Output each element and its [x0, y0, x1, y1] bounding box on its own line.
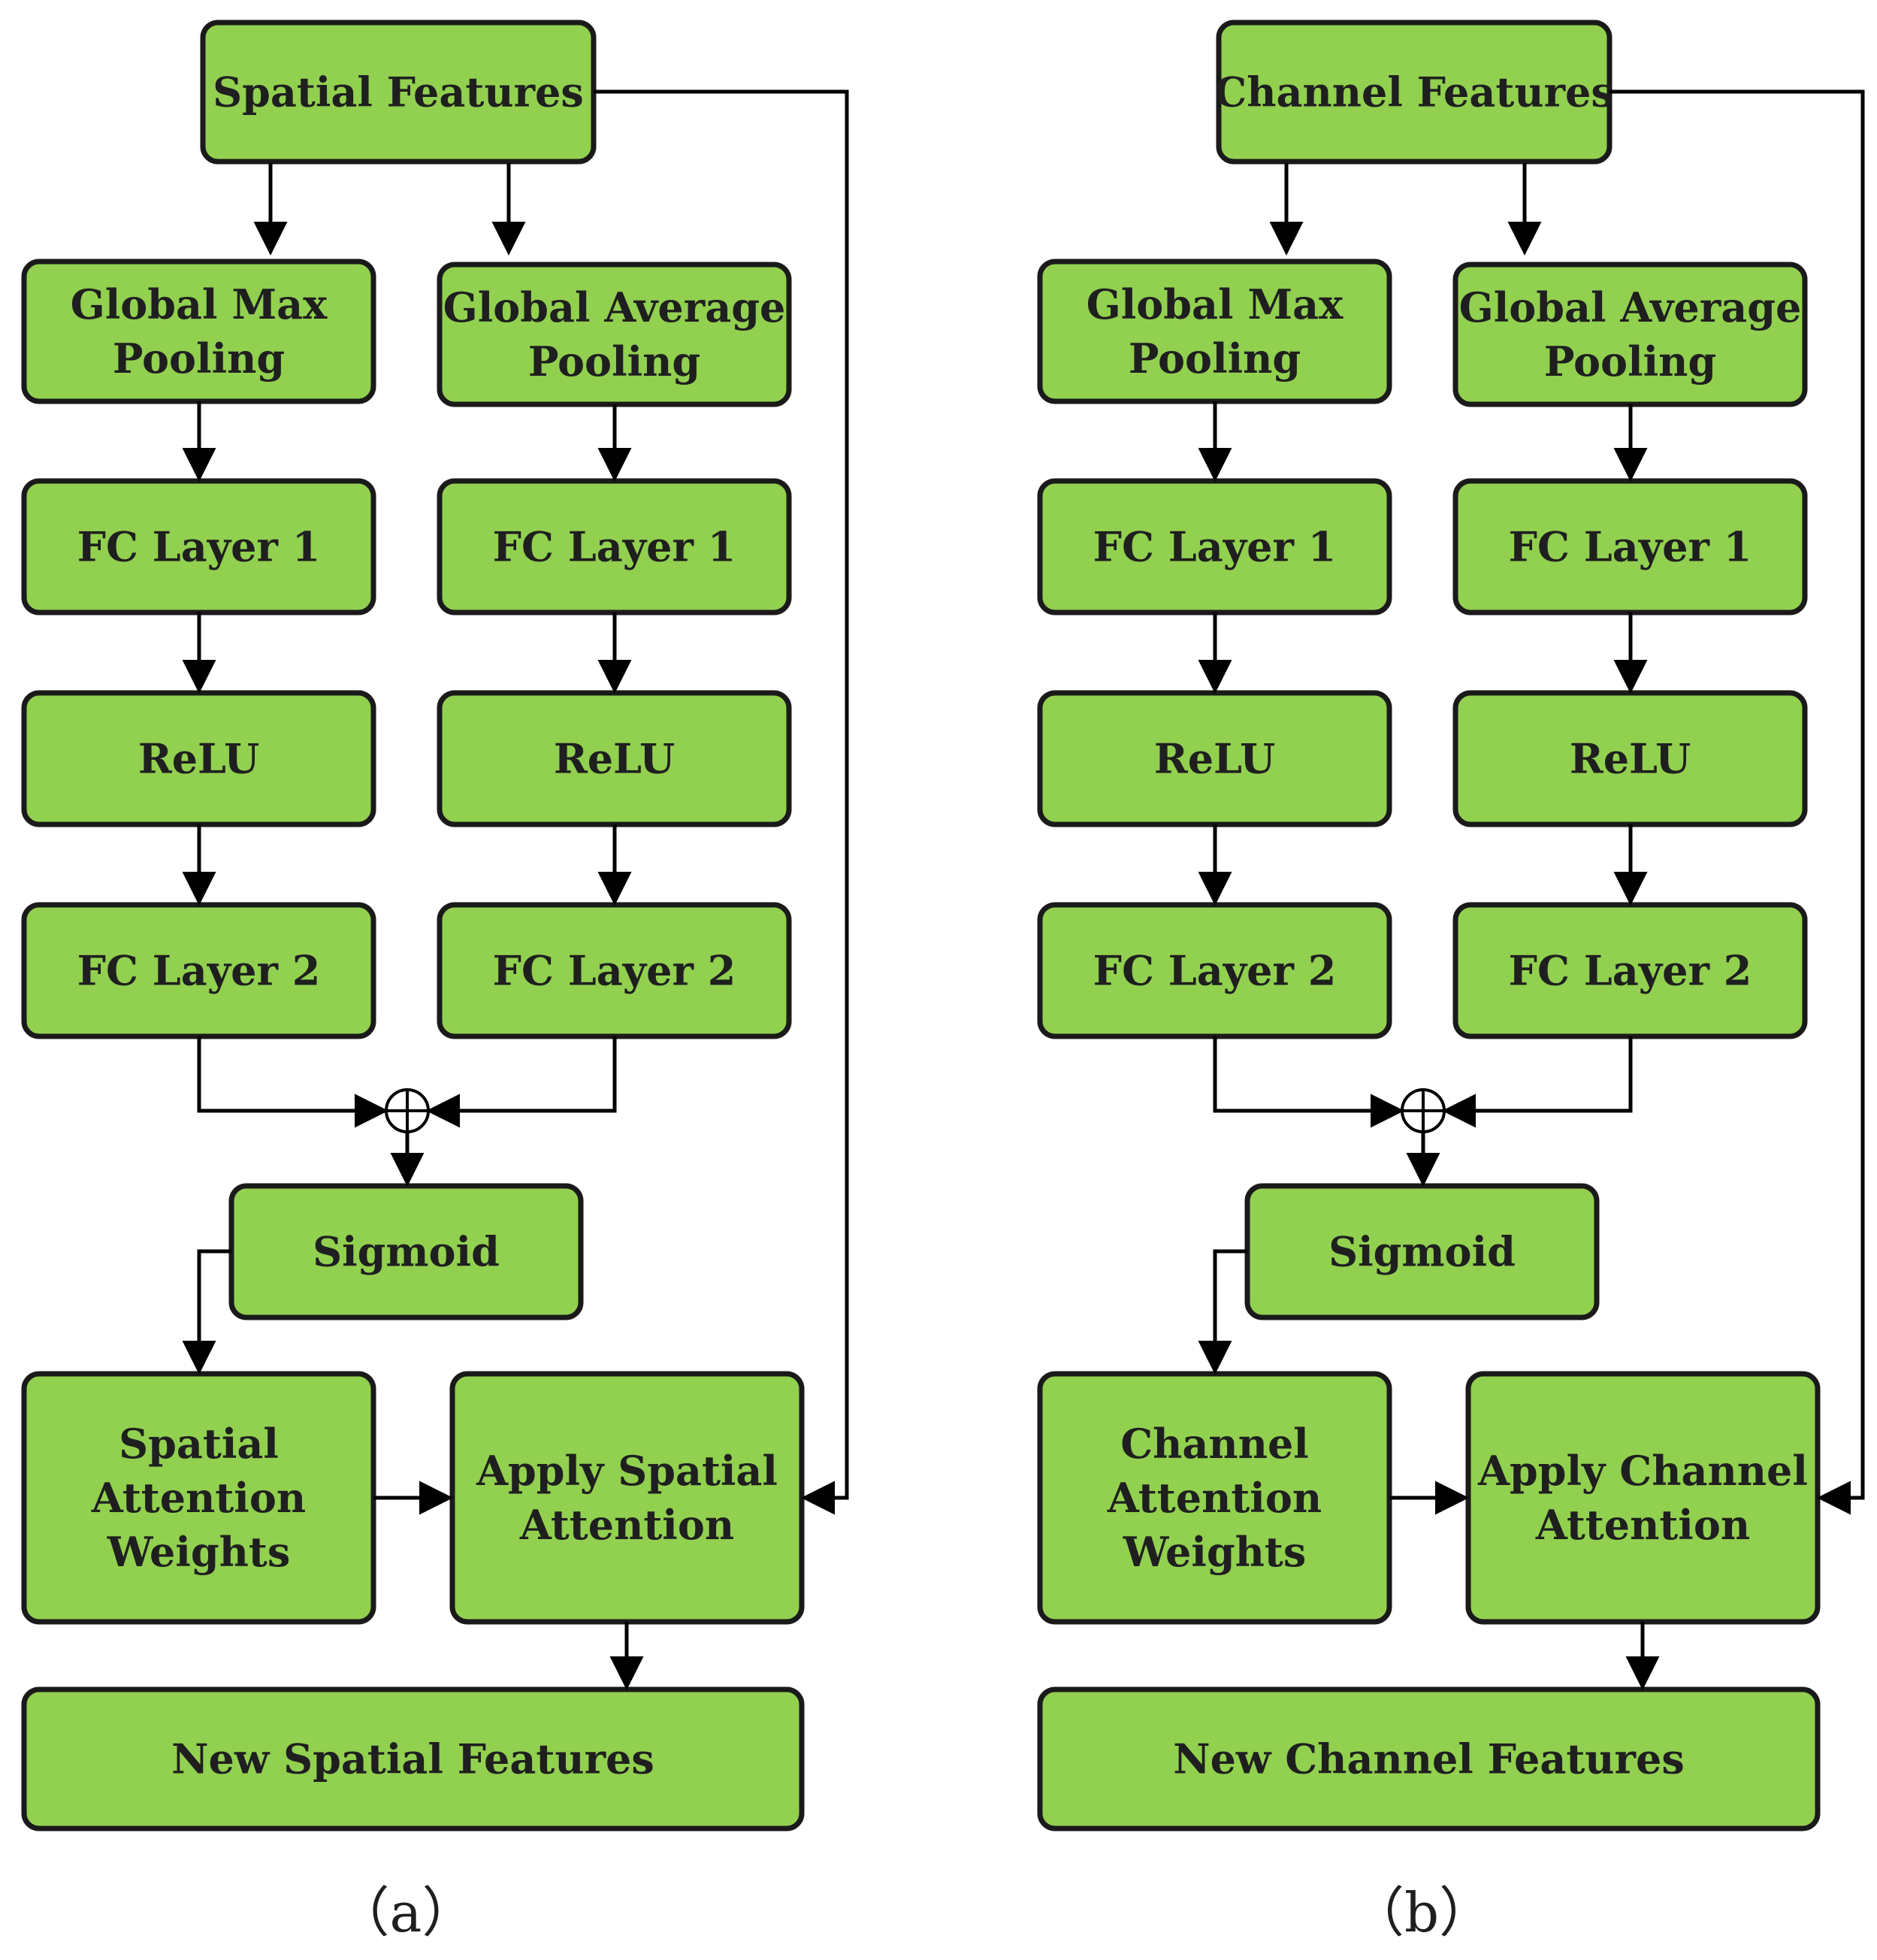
gmp-label: Pooling — [1129, 334, 1301, 383]
fc2-left-label: FC Layer 2 — [1093, 947, 1337, 995]
gmp-label: Pooling — [113, 334, 285, 383]
fc1-left-label: FC Layer 1 — [77, 523, 321, 571]
apply-label: Apply Channel — [1477, 1447, 1808, 1495]
panel-caption: （a） — [336, 1881, 476, 1944]
fc2-right-label: FC Layer 2 — [493, 947, 736, 995]
weights-label: Attention — [1107, 1474, 1322, 1522]
fc1-left-node: FC Layer 1 — [1037, 478, 1392, 616]
fc1-right-node: FC Layer 1 — [437, 478, 792, 616]
edge-skip-apply — [594, 89, 849, 1515]
input-label: Spatial Features — [213, 68, 584, 116]
fc2-left-node: FC Layer 2 — [1037, 902, 1392, 1039]
edge-fc2-right-sum — [426, 1036, 617, 1128]
fc1-right-label: FC Layer 1 — [493, 523, 736, 571]
input-label: Channel Features — [1214, 68, 1614, 116]
weights-label: Channel — [1120, 1420, 1309, 1468]
relu-right-node: ReLU — [437, 690, 792, 827]
relu-left-node: ReLU — [21, 690, 376, 827]
fc2-right-label: FC Layer 2 — [1509, 947, 1752, 995]
fc1-left-label: FC Layer 1 — [1093, 523, 1337, 571]
sum-operator-icon — [385, 1088, 430, 1133]
fc1-left-node: FC Layer 1 — [21, 478, 376, 616]
fc2-right-node: FC Layer 2 — [1452, 902, 1808, 1039]
gmp-label: Global Max — [71, 280, 328, 328]
gap-label: Global Average — [443, 283, 786, 331]
sigmoid-label: Sigmoid — [1328, 1228, 1516, 1276]
output-label: New Spatial Features — [171, 1735, 654, 1783]
weights-label: Weights — [1123, 1528, 1306, 1576]
fc1-right-node: FC Layer 1 — [1452, 478, 1808, 616]
relu-left-label: ReLU — [1154, 735, 1275, 783]
input-node: Channel Features — [1214, 20, 1614, 165]
edge-fc2-right-sum — [1442, 1036, 1633, 1128]
fc1-right-label: FC Layer 1 — [1509, 523, 1752, 571]
relu-right-label: ReLU — [554, 735, 675, 783]
apply-label: Apply Spatial — [476, 1447, 778, 1495]
gap-label: Pooling — [1544, 337, 1716, 386]
weights-label: Spatial — [119, 1420, 279, 1468]
relu-right-node: ReLU — [1452, 690, 1808, 827]
sum-operator-icon — [1401, 1088, 1446, 1133]
relu-right-label: ReLU — [1570, 735, 1691, 783]
gmp-label: Global Max — [1087, 280, 1344, 328]
fc2-right-node: FC Layer 2 — [437, 902, 792, 1039]
fc2-left-node: FC Layer 2 — [21, 902, 376, 1039]
sigmoid-node: Sigmoid — [228, 1183, 584, 1320]
sigmoid-node: Sigmoid — [1244, 1183, 1600, 1320]
weights-label: Attention — [91, 1474, 306, 1522]
edge-fc2-left-sum — [1213, 1036, 1404, 1128]
sigmoid-label: Sigmoid — [313, 1228, 500, 1276]
relu-left-label: ReLU — [138, 735, 259, 783]
input-node: Spatial Features — [200, 20, 597, 165]
edge-sigmoid-weights — [182, 1249, 231, 1375]
edge-skip-apply — [1610, 89, 1865, 1515]
relu-left-node: ReLU — [1037, 690, 1392, 827]
gap-label: Pooling — [528, 337, 700, 386]
edge-fc2-left-sum — [197, 1036, 388, 1128]
output-label: New Channel Features — [1173, 1735, 1685, 1783]
gap-label: Global Average — [1459, 283, 1802, 331]
apply-label: Attention — [519, 1501, 734, 1549]
edge-sigmoid-weights — [1198, 1249, 1247, 1375]
output-node: New Channel Features — [1037, 1686, 1821, 1831]
weights-label: Weights — [107, 1528, 290, 1576]
apply-label: Attention — [1535, 1501, 1750, 1549]
panel-caption: （b） — [1350, 1881, 1493, 1944]
fc2-left-label: FC Layer 2 — [77, 947, 321, 995]
output-node: New Spatial Features — [21, 1686, 805, 1831]
